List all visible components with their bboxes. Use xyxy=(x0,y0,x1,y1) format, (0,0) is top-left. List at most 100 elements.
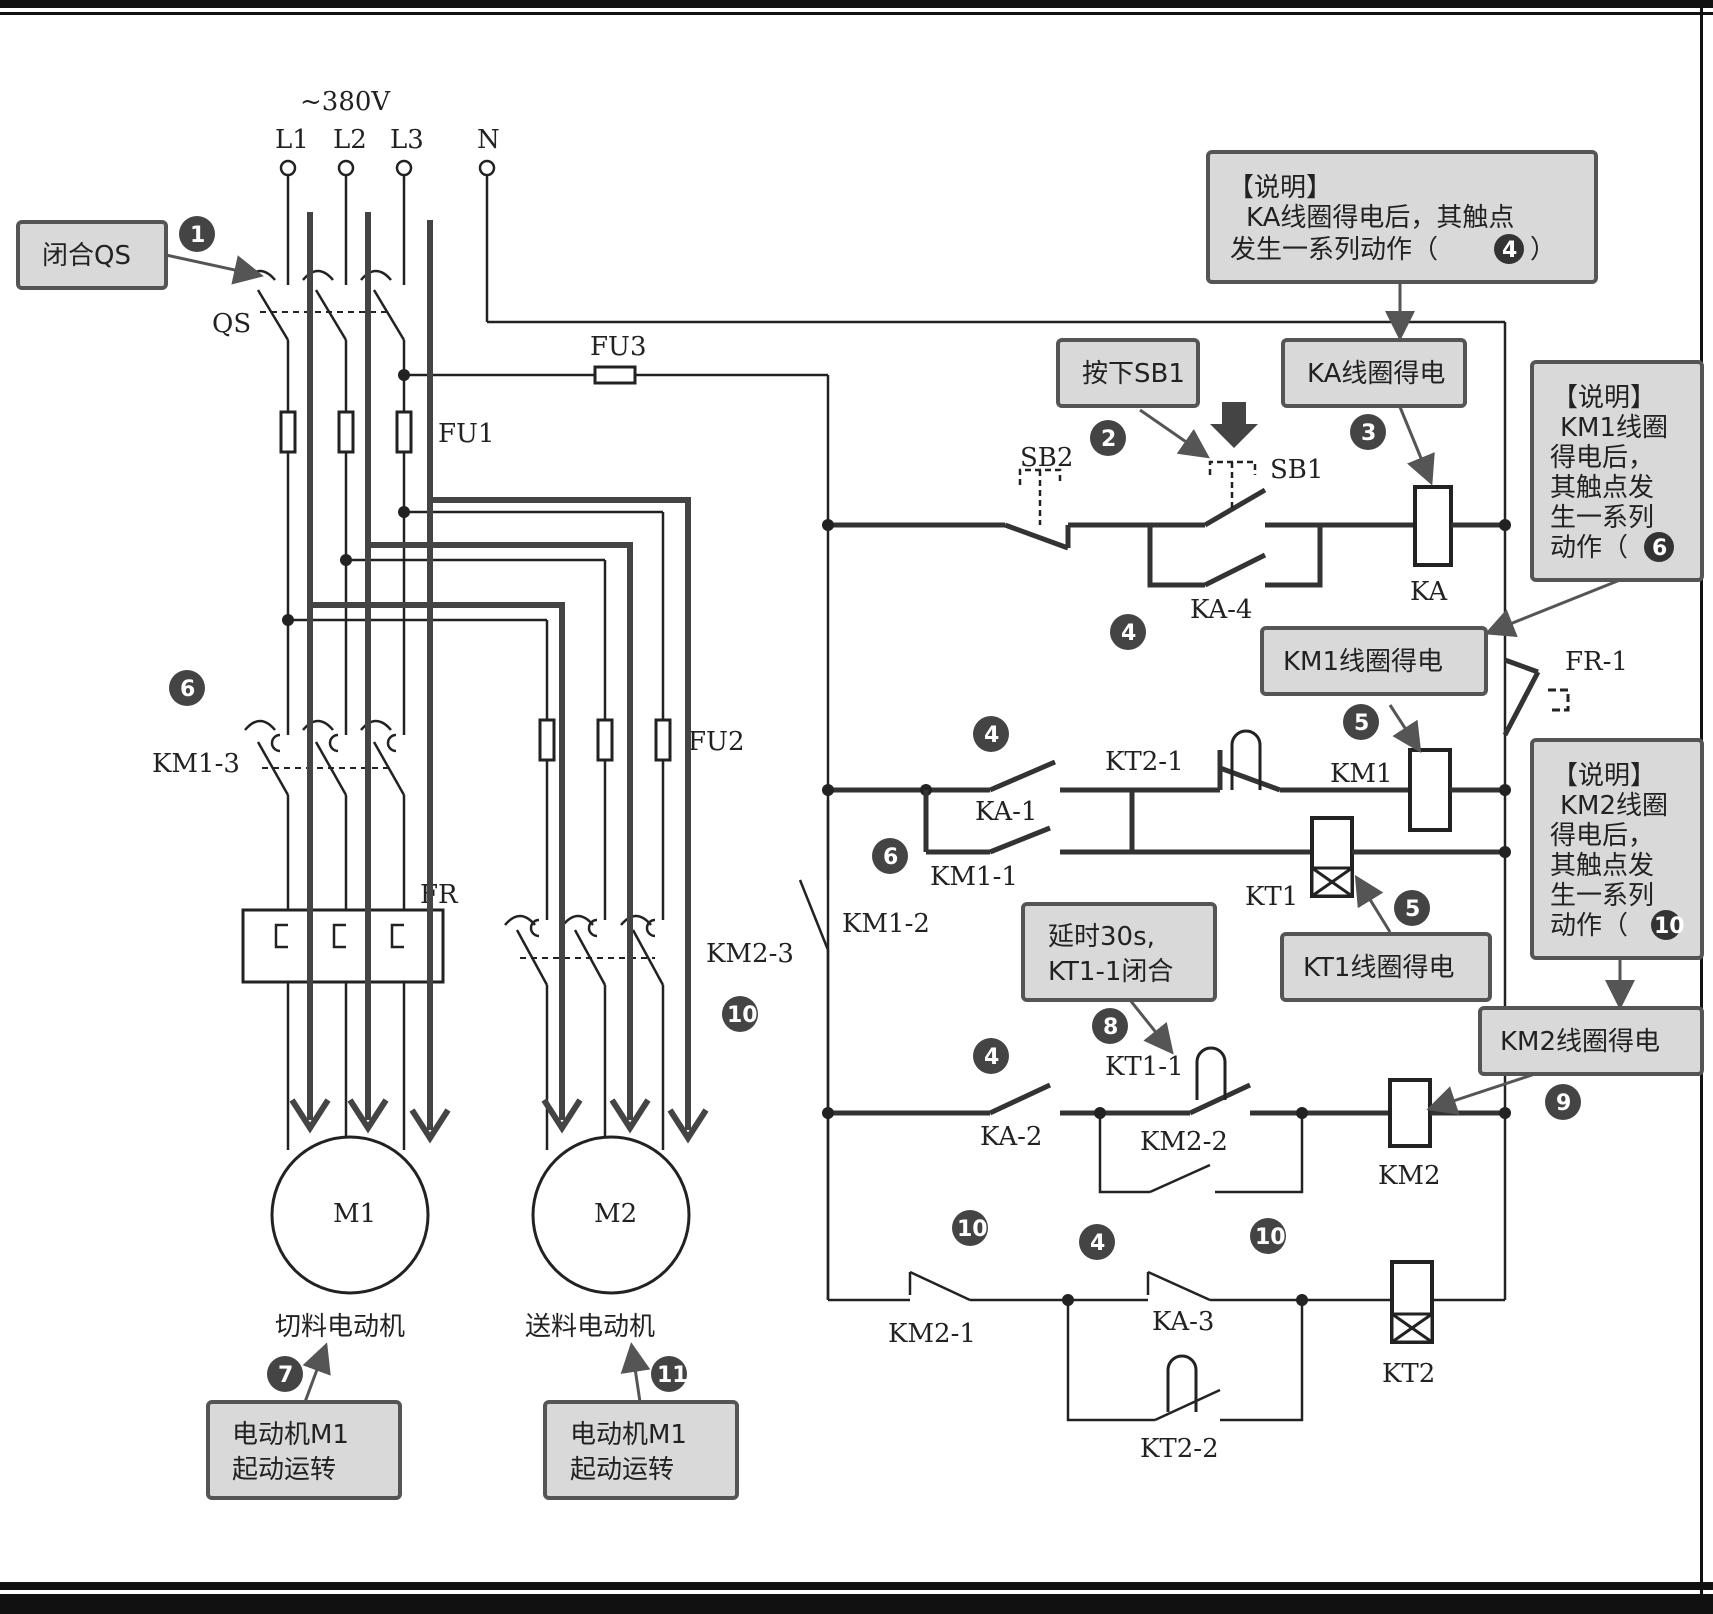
km1-3-label: KM1-3 xyxy=(152,749,240,779)
step-badge-10b: 10 xyxy=(952,1210,988,1246)
step-badge-4d: 4 xyxy=(1079,1224,1115,1260)
km2-1-contact xyxy=(909,1270,971,1302)
svg-text:2: 2 xyxy=(1101,427,1116,452)
svg-text:KT1线圈得电: KT1线圈得电 xyxy=(1303,953,1454,983)
kt2-2-contact xyxy=(1154,1354,1221,1422)
svg-text:延时30s,: 延时30s, xyxy=(1048,922,1155,952)
km1-coil xyxy=(1408,748,1452,832)
motor-m1-name: 切料电动机 xyxy=(275,1312,405,1342)
top-border xyxy=(0,0,1713,8)
km2-1-label: KM2-1 xyxy=(888,1319,976,1349)
motor-m1-label: M1 xyxy=(333,1199,376,1229)
step-badge-10c: 10 xyxy=(1250,1218,1286,1254)
svg-text:9: 9 xyxy=(1556,1091,1571,1116)
svg-text:生一系列: 生一系列 xyxy=(1550,503,1654,533)
ka-2-label: KA-2 xyxy=(980,1122,1042,1152)
motor-m1 xyxy=(270,1135,430,1295)
svg-text:4: 4 xyxy=(1090,1231,1105,1256)
step-badge-6a: 6 xyxy=(169,670,205,706)
sb1-button xyxy=(1203,402,1267,528)
svg-text:电动机M1: 电动机M1 xyxy=(570,1420,687,1450)
km2-label: KM2 xyxy=(1378,1161,1441,1191)
phase-l2-label: L2 xyxy=(333,125,367,155)
neutral-label: N xyxy=(477,125,500,155)
fu1-label: FU1 xyxy=(438,419,495,449)
step-badges: 1 2 3 4 4 4 4 5 5 6 6 7 8 9 10 10 10 11 xyxy=(169,216,1581,1392)
svg-text:1: 1 xyxy=(190,223,205,248)
svg-text:4: 4 xyxy=(984,1045,999,1070)
fu2-fuses xyxy=(538,718,672,762)
sb1-label: SB1 xyxy=(1270,455,1323,485)
svg-text:发生一系列动作（: 发生一系列动作（ xyxy=(1230,235,1438,265)
svg-text:起动运转: 起动运转 xyxy=(232,1455,336,1485)
svg-text:生一系列: 生一系列 xyxy=(1550,881,1654,911)
motor-m2 xyxy=(531,1135,691,1295)
top-border-thin xyxy=(0,12,1713,15)
terminal-l2 xyxy=(337,159,355,177)
svg-text:10: 10 xyxy=(727,1003,758,1028)
km1-3-contacts xyxy=(244,719,406,796)
svg-text:KA线圈得电后，其触点: KA线圈得电后，其触点 xyxy=(1246,203,1514,233)
step-badge-4b: 4 xyxy=(973,716,1009,752)
svg-text:10: 10 xyxy=(1255,1225,1286,1250)
terminal-l3 xyxy=(395,159,413,177)
callout-kt1-energized: KT1线圈得电 xyxy=(1280,932,1492,1002)
svg-text:其触点发: 其触点发 xyxy=(1550,473,1654,503)
callout-close-qs: 闭合QS xyxy=(16,220,168,290)
kt2-coil xyxy=(1390,1260,1434,1344)
kt1-1-contact xyxy=(1188,1046,1252,1116)
step-badge-4a: 4 xyxy=(1110,614,1146,650)
svg-text:得电后，: 得电后， xyxy=(1550,443,1654,473)
kt1-label: KT1 xyxy=(1245,882,1298,912)
step-badge-5b: 5 xyxy=(1394,890,1430,926)
svg-text:KM1线圈: KM1线圈 xyxy=(1560,413,1668,443)
svg-text:按下SB1: 按下SB1 xyxy=(1082,359,1185,389)
svg-text:KM2线圈: KM2线圈 xyxy=(1560,791,1668,821)
step-badge-10a: 10 xyxy=(722,996,758,1032)
phase-l1-label: L1 xyxy=(275,125,309,155)
kt2-1-label: KT2-1 xyxy=(1105,747,1184,777)
svg-text:闭合QS: 闭合QS xyxy=(42,241,131,271)
m1-current-arrows xyxy=(289,212,451,1144)
callout-ka-energized: KA线圈得电 xyxy=(1281,338,1467,408)
kt1-coil xyxy=(1310,816,1354,898)
kt2-label: KT2 xyxy=(1382,1359,1435,1389)
svg-text:其触点发: 其触点发 xyxy=(1550,851,1654,881)
svg-text:5: 5 xyxy=(1354,711,1369,736)
sb2-label: SB2 xyxy=(1020,443,1073,473)
km2-3-label: KM2-3 xyxy=(706,939,794,969)
step-badge-3: 3 xyxy=(1350,414,1386,450)
km1-1-label: KM1-1 xyxy=(930,862,1018,892)
note-km1: 【说明】 KM1线圈 得电后， 其触点发 生一系列 动作（ 6 xyxy=(1530,360,1704,582)
phase-l3-label: L3 xyxy=(390,125,424,155)
svg-text:KM1线圈得电: KM1线圈得电 xyxy=(1283,647,1443,677)
svg-text:【说明】: 【说明】 xyxy=(1228,173,1332,203)
fu3-fuse xyxy=(593,365,637,385)
fr-1-contact xyxy=(1502,657,1570,737)
step-badge-8: 8 xyxy=(1092,1008,1128,1044)
step-badge-5a: 5 xyxy=(1343,704,1379,740)
svg-text:起动运转: 起动运转 xyxy=(570,1455,674,1485)
km1-2-label: KM1-2 xyxy=(842,909,930,939)
svg-text:5: 5 xyxy=(1405,897,1420,922)
qs-switch xyxy=(244,269,406,341)
km1-1-contact xyxy=(989,825,1051,855)
step-badge-2: 2 xyxy=(1090,420,1126,456)
svg-text:动作（: 动作（ xyxy=(1550,911,1628,941)
note-ka: 【说明】 KA线圈得电后，其触点 发生一系列动作（ 4 ） xyxy=(1206,150,1598,284)
fu1-fuses xyxy=(279,410,413,454)
svg-text:10: 10 xyxy=(957,1217,988,1242)
svg-text:6: 6 xyxy=(1652,536,1667,561)
svg-text:动作（: 动作（ xyxy=(1550,533,1628,563)
sb2-button xyxy=(1004,468,1071,551)
svg-text:8: 8 xyxy=(1103,1015,1118,1040)
ka-3-contact xyxy=(1147,1270,1211,1302)
ka-coil xyxy=(1413,485,1453,567)
note-km2: 【说明】 KM2线圈 得电后， 其触点发 生一系列 动作（ 10 xyxy=(1530,738,1704,960)
ka-2-contact xyxy=(988,1082,1052,1116)
ka-1-contact xyxy=(989,759,1056,793)
kt2-2-label: KT2-2 xyxy=(1140,1434,1219,1464)
svg-text:4: 4 xyxy=(1121,621,1136,646)
svg-text:电动机M1: 电动机M1 xyxy=(232,1420,349,1450)
svg-text:3: 3 xyxy=(1361,421,1376,446)
